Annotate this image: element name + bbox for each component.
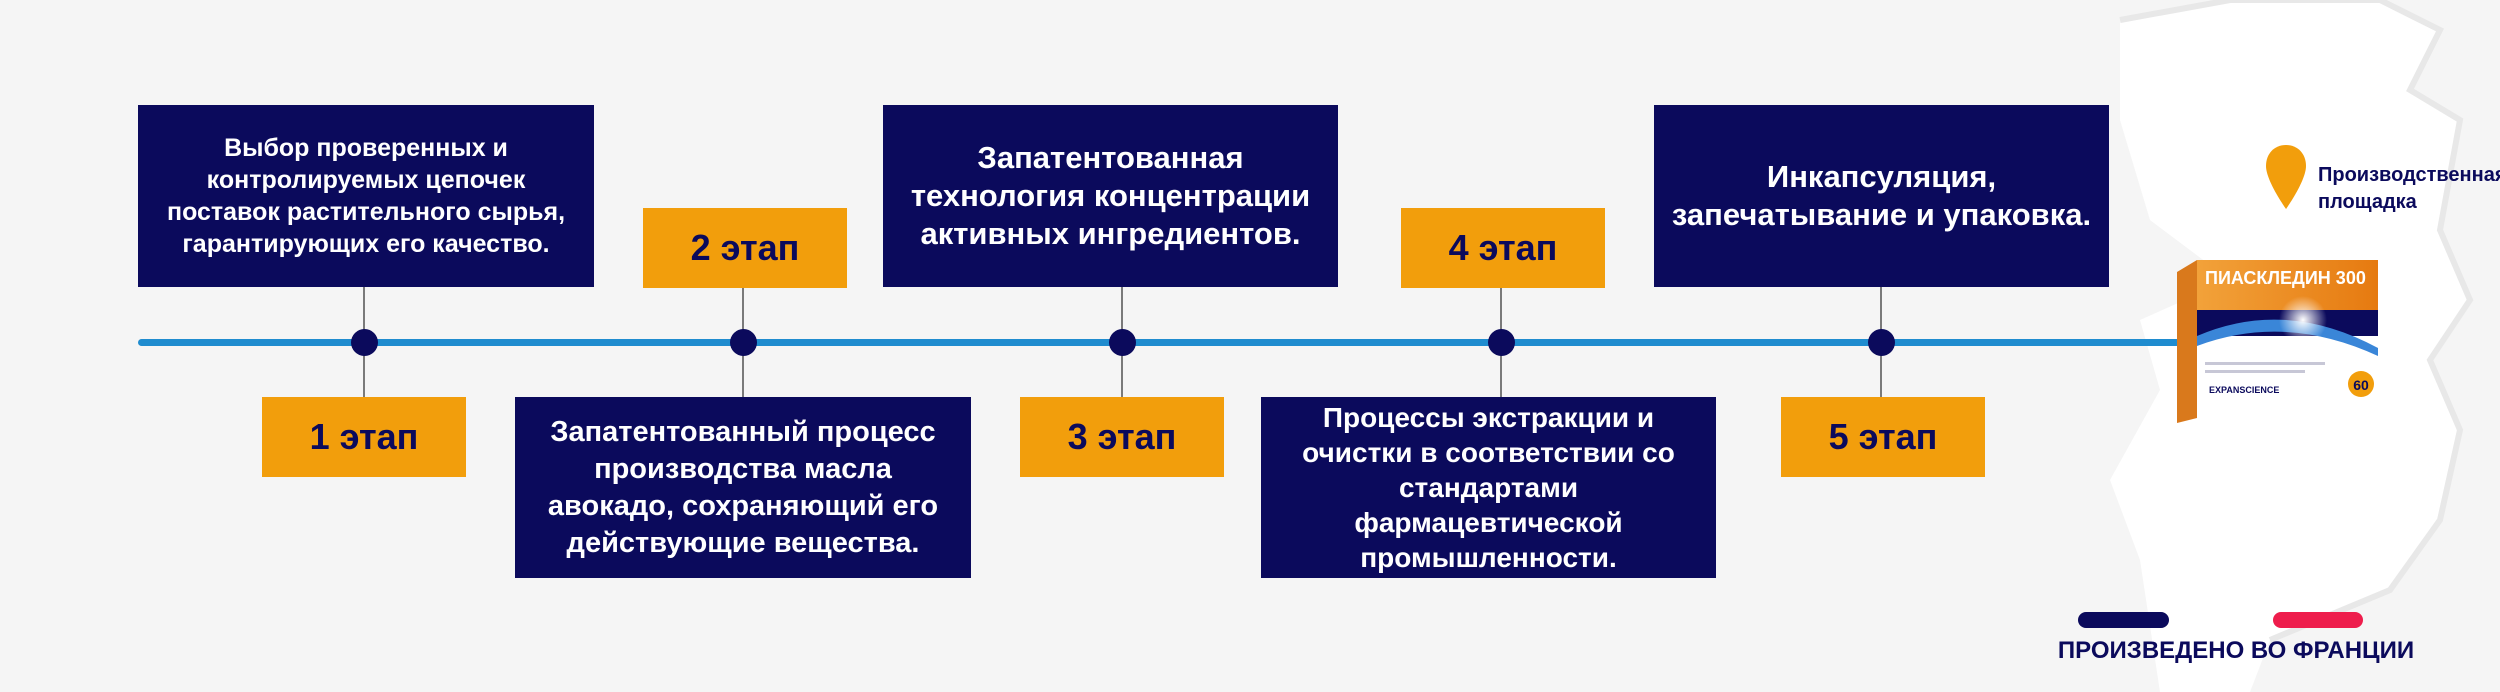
timeline-node-2 [730, 329, 757, 356]
made-in-france-label: ПРОИЗВЕДЕНО ВО ФРАНЦИИ [2057, 637, 2415, 664]
product-count: 60 [2353, 377, 2369, 393]
flag-bar-blue [2078, 612, 2169, 628]
stage-1-label-text: 1 этап [309, 416, 419, 457]
stage-2-description-text: Запатентованный процесс производства мас… [547, 415, 939, 559]
stage-3-label: 3 этап [1020, 397, 1224, 477]
product-name: ПИАСКЛЕДИН 300 [2205, 268, 2366, 288]
flag-bar-red [2273, 612, 2363, 628]
timeline-node-1 [351, 329, 378, 356]
timeline-line [138, 339, 2185, 346]
stage-1-description: Выбор проверенных и контролируемых цепоч… [138, 105, 594, 287]
stage-2-description: Запатентованный процесс производства мас… [515, 397, 971, 578]
stage-3-label-text: 3 этап [1067, 416, 1177, 457]
stage-4-label: 4 этап [1401, 208, 1605, 288]
stage-5-label-text: 5 этап [1828, 416, 1938, 457]
flag-bar-white [2171, 612, 2271, 628]
stage-5-label: 5 этап [1781, 397, 1985, 477]
stage-4-description: Процессы экстракции и очистки в соответс… [1261, 397, 1716, 578]
stage-3-description-text: Запатентованная технология концентрации … [910, 140, 1311, 251]
product-brand: EXPANSCIENCE [2209, 385, 2279, 395]
timeline-node-5 [1868, 329, 1895, 356]
stage-4-description-text: Процессы экстракции и очистки в соответс… [1302, 402, 1675, 573]
stage-4-label-text: 4 этап [1448, 227, 1558, 268]
stage-2-label-text: 2 этап [690, 227, 800, 268]
location-pin-icon [2266, 145, 2306, 209]
timeline-node-3 [1109, 329, 1136, 356]
stage-5-description-text: Инкапсуляция, запечатывание и упаковка. [1671, 159, 2092, 232]
stage-3-description: Запатентованная технология концентрации … [883, 105, 1338, 287]
stage-2-label: 2 этап [643, 208, 847, 288]
product-package-image: 60 ПИАСКЛЕДИН 300 EXPANSCIENCE [2177, 260, 2378, 423]
legend-label: Производственная площадка [2318, 164, 2500, 213]
stage-5-description: Инкапсуляция, запечатывание и упаковка. [1654, 105, 2109, 287]
stage-1-label: 1 этап [262, 397, 466, 477]
stage-1-description-text: Выбор проверенных и контролируемых цепоч… [166, 134, 566, 258]
timeline-node-4 [1488, 329, 1515, 356]
